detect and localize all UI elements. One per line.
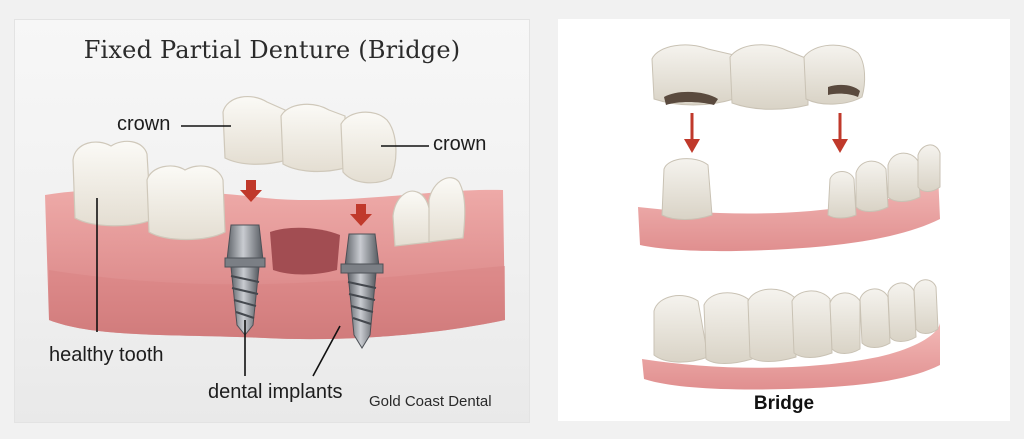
adjacent-tooth-2 bbox=[887, 152, 921, 202]
label-crown-right: crown bbox=[433, 133, 487, 155]
leader-implant-right bbox=[312, 325, 341, 377]
arrow-down-right-icon bbox=[832, 113, 848, 153]
prepared-abutment-tooth-right bbox=[827, 171, 857, 219]
bridge-prosthesis bbox=[651, 44, 866, 110]
canine-tooth bbox=[392, 190, 433, 247]
label-dental-implants: dental implants bbox=[208, 381, 343, 403]
adjacent-tooth-1 bbox=[855, 160, 889, 212]
diagram-title: Fixed Partial Denture (Bridge) bbox=[83, 36, 461, 64]
healthy-tooth-molar-1 bbox=[72, 140, 152, 227]
healthy-tooth-molar-2 bbox=[146, 165, 226, 241]
crown-right-unit bbox=[340, 111, 397, 184]
dental-implant-right bbox=[340, 233, 384, 349]
arrow-down-right-icon bbox=[350, 204, 372, 226]
restored-tooth-row bbox=[653, 279, 939, 364]
label-healthy-tooth: healthy tooth bbox=[49, 344, 164, 366]
empty-socket bbox=[270, 227, 340, 275]
bridge-before-after-illustration bbox=[638, 44, 941, 390]
gum-front-face bbox=[49, 266, 505, 340]
caption-bridge: Bridge bbox=[753, 393, 815, 414]
implant-bridge-illustration bbox=[45, 95, 505, 377]
bridge-implant-diagram-panel: Fixed Partial Denture (Bridge) crown cro… bbox=[14, 19, 530, 423]
gum-after bbox=[642, 323, 940, 390]
arrow-down-left-icon bbox=[684, 113, 700, 153]
brand-watermark: Gold Coast Dental bbox=[369, 393, 492, 410]
gum-before bbox=[638, 173, 940, 252]
incisor-tooth bbox=[428, 177, 466, 243]
label-crown-left: crown bbox=[117, 113, 171, 135]
arrow-down-left-icon bbox=[240, 180, 262, 202]
pontic-unit bbox=[280, 103, 346, 173]
crown-left-unit bbox=[222, 95, 288, 165]
adjacent-tooth-3 bbox=[917, 144, 941, 192]
dental-implant-left bbox=[224, 224, 266, 336]
bridge-comparison-panel: Bridge bbox=[558, 19, 1010, 421]
prepared-abutment-tooth-left bbox=[661, 158, 713, 220]
